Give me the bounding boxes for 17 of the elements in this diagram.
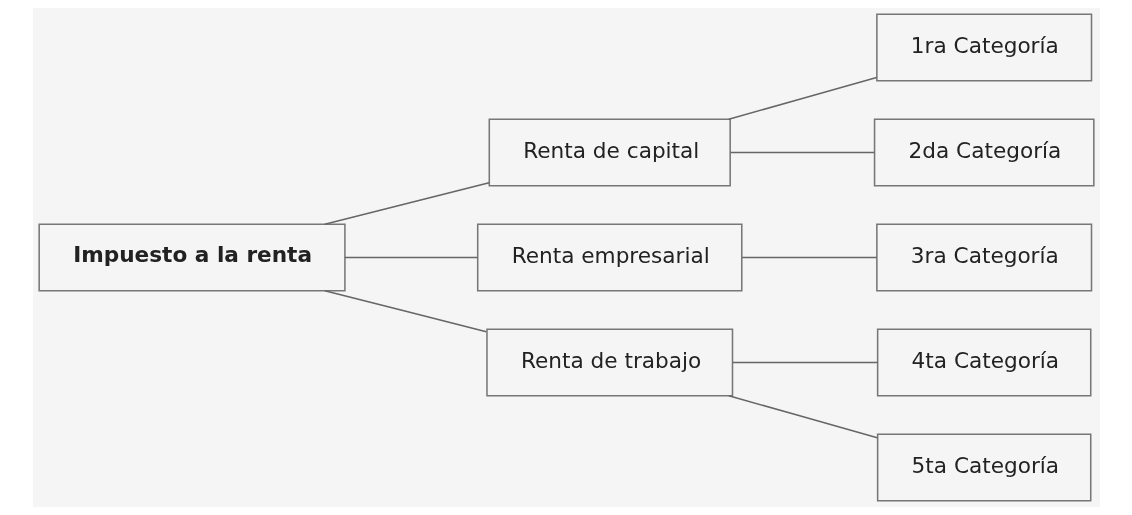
node-box: Renta empresarial bbox=[476, 223, 743, 292]
node-box: 5ta Categoría bbox=[876, 433, 1091, 502]
node-box: Renta de capital bbox=[488, 118, 731, 187]
connector bbox=[731, 361, 878, 364]
connector bbox=[323, 289, 487, 333]
connector bbox=[323, 181, 490, 226]
node-box: 1ra Categoría bbox=[875, 13, 1092, 82]
connector bbox=[727, 394, 878, 439]
node-box: 4ta Categoría bbox=[876, 328, 1091, 397]
node-box: Renta de trabajo bbox=[485, 328, 733, 397]
node-box: 2da Categoría bbox=[873, 118, 1095, 187]
node-box: 3ra Categoría bbox=[875, 223, 1092, 292]
connector bbox=[729, 151, 875, 154]
connector bbox=[727, 76, 877, 121]
node-box: Impuesto a la renta bbox=[37, 223, 346, 292]
connector bbox=[740, 256, 877, 259]
connector bbox=[343, 256, 478, 259]
